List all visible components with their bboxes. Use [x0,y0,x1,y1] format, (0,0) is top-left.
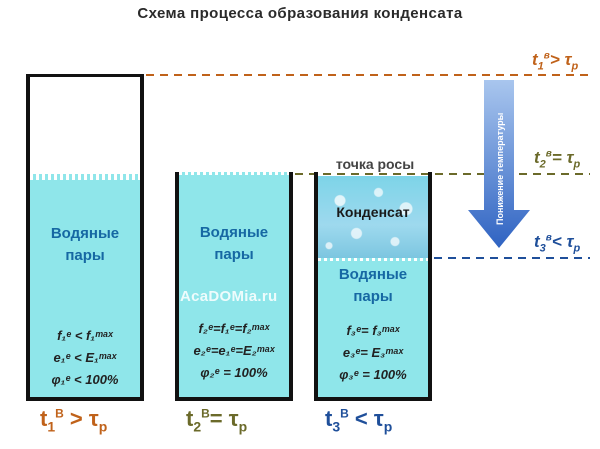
eq-1-phi: φ₁ᵉ < 100% [51,372,119,387]
eq-3-e: e₃ᵉ= E₃ᵐᵃˣ [342,345,404,360]
wave-surface-3 [318,258,428,261]
eq-1-f: f₁ᵉ < f₁ᵐᵃˣ [57,328,113,343]
watermark: AcaDOMia.ru [180,288,278,305]
right-label-2: t2в= τр [534,148,581,171]
vapor-label-2b: пары [214,246,254,263]
vapor-label-2a: Водяные [199,224,269,241]
water-vapor-2: Водяные пары f₂ᵉ=f₁ᵉ=f₂ᵐᵃˣ e₂ᵉ=e₁ᵉ=E₂ᵐᵃˣ… [179,172,289,397]
vapor-label-3a: Водяные [338,266,408,283]
wave-surface-1 [30,174,140,180]
water-vapor-1: Водяные пары f₁ᵉ < f₁ᵐᵃˣ e₁ᵉ < E₁ᵐᵃˣ φ₁ᵉ… [30,174,140,397]
wave-surface-2 [179,172,289,175]
arrow-text: Понижение температуры [495,112,505,225]
vessel-3-wall-left-upper [314,172,318,258]
vapor-label-1a: Водяные [50,225,120,242]
water-vapor-3: Водяные пары f₃ᵉ= f₃ᵐᵃˣ e₃ᵉ= E₃ᵐᵃˣ φ₃ᵉ =… [318,258,428,397]
right-label-3: t3в< τр [534,232,581,255]
bottom-label-2: t2В= τр [186,406,248,435]
vessel-3-wall-right-upper [428,172,432,258]
eq-2-e: e₂ᵉ=e₁ᵉ=E₂ᵐᵃˣ [193,343,275,358]
eq-1-e: e₁ᵉ < E₁ᵐᵃˣ [53,350,117,365]
dew-point-label: точка росы [335,156,415,172]
eq-2-phi: φ₂ᵉ = 100% [200,365,268,380]
vessel-3: Водяные пары f₃ᵉ= f₃ᵐᵃˣ e₃ᵉ= E₃ᵐᵃˣ φ₃ᵉ =… [314,258,432,401]
diagram-title: Схема процесса образования конденсата [137,5,463,22]
condensate-label: Конденсат [336,204,410,220]
vessel-1: Водяные пары f₁ᵉ < f₁ᵐᵃˣ e₁ᵉ < E₁ᵐᵃˣ φ₁ᵉ… [26,74,144,401]
eq-3-f: f₃ᵉ= f₃ᵐᵃˣ [346,323,400,338]
vessel-2: Водяные пары f₂ᵉ=f₁ᵉ=f₂ᵐᵃˣ e₂ᵉ=e₁ᵉ=E₂ᵐᵃˣ… [175,172,293,401]
eq-3-phi: φ₃ᵉ = 100% [339,367,407,382]
bottom-label-1: t1В > τр [40,406,108,435]
bottom-label-3: t3В < τр [325,406,393,435]
vapor-label-3b: пары [353,288,393,305]
vapor-label-1b: пары [65,247,105,264]
temperature-arrow [468,80,530,248]
eq-2-f: f₂ᵉ=f₁ᵉ=f₂ᵐᵃˣ [198,321,270,336]
condensate-block: Конденсат [318,176,428,258]
right-label-1: t1в> τр [532,50,579,73]
